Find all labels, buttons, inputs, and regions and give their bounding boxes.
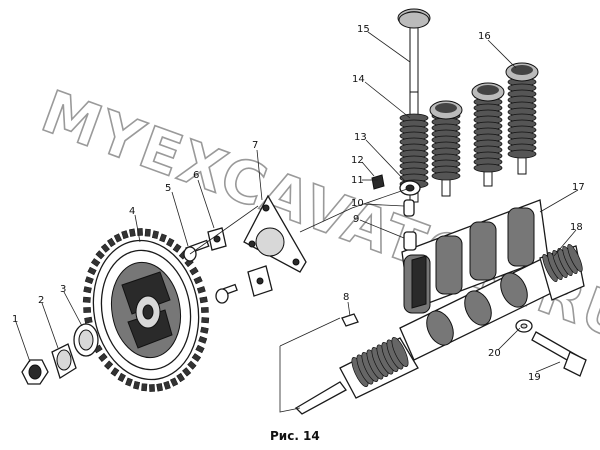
thread-ridge bbox=[391, 336, 409, 368]
gear-tooth bbox=[196, 286, 206, 294]
callout-14: 14 bbox=[352, 74, 365, 85]
callout-12: 12 bbox=[351, 155, 364, 166]
callout-16: 16 bbox=[478, 31, 491, 42]
gear-tooth bbox=[87, 266, 97, 276]
leader-lines bbox=[15, 31, 579, 373]
washer-20 bbox=[515, 319, 533, 333]
camshaft-18 bbox=[294, 243, 585, 415]
gear-tooth bbox=[129, 228, 136, 237]
callout-6: 6 bbox=[193, 170, 199, 181]
flange-plate-7 bbox=[243, 194, 307, 273]
lock-washer-2 bbox=[51, 343, 77, 379]
gear-tooth bbox=[144, 228, 151, 237]
gear-tooth bbox=[117, 372, 126, 383]
clip-12 bbox=[371, 174, 385, 190]
gear-tooth bbox=[100, 243, 110, 253]
shaft-thread bbox=[351, 336, 409, 388]
thread-ridge bbox=[567, 243, 583, 273]
small-block bbox=[247, 265, 273, 297]
spring-coil bbox=[507, 149, 537, 159]
gear-tooth bbox=[172, 243, 182, 253]
pump-housing bbox=[401, 199, 549, 314]
callout-7: 7 bbox=[252, 140, 258, 151]
gear-tooth bbox=[193, 276, 203, 285]
gear-tooth bbox=[121, 230, 129, 240]
gear-tooth bbox=[133, 381, 141, 390]
callout-10: 10 bbox=[351, 198, 364, 209]
spring-coil bbox=[473, 163, 503, 173]
gear-tooth bbox=[83, 307, 91, 313]
roller-10 bbox=[403, 199, 415, 217]
gear-tooth bbox=[104, 360, 114, 370]
callout-17: 17 bbox=[572, 182, 585, 193]
plunger-2 bbox=[429, 100, 463, 197]
plunger-4 bbox=[505, 62, 539, 175]
callout-19: 19 bbox=[528, 372, 541, 383]
gear-tooth bbox=[90, 258, 101, 267]
callout-20: 20 bbox=[488, 348, 501, 359]
valve-stem bbox=[409, 23, 419, 93]
gear-tooth bbox=[198, 335, 208, 344]
gear-tooth bbox=[149, 384, 155, 392]
plunger-head-top bbox=[435, 103, 457, 113]
pusher-9 bbox=[403, 231, 417, 251]
gear-tooth bbox=[151, 230, 159, 239]
gear-tooth bbox=[107, 237, 116, 248]
callout-1: 1 bbox=[12, 314, 18, 325]
gear-tooth bbox=[156, 383, 163, 392]
gear-tooth bbox=[163, 380, 171, 390]
gear-tooth bbox=[95, 250, 105, 260]
gear-tooth bbox=[200, 326, 209, 334]
gear-tooth bbox=[201, 307, 209, 313]
guide-lines bbox=[189, 187, 411, 413]
gear-tooth bbox=[83, 286, 92, 294]
callout-11: 11 bbox=[351, 175, 364, 186]
gear-tooth bbox=[201, 317, 210, 324]
callout-3: 3 bbox=[60, 284, 66, 295]
gear-tooth bbox=[199, 296, 208, 304]
callout-13: 13 bbox=[354, 132, 367, 143]
callout-4: 4 bbox=[129, 206, 135, 217]
gear-tooth bbox=[189, 266, 199, 276]
gear-tooth bbox=[166, 237, 175, 248]
timing-gear bbox=[82, 228, 210, 392]
plunger-head-top bbox=[511, 65, 533, 75]
gear-tooth bbox=[98, 352, 108, 362]
plunger-head-top bbox=[477, 85, 499, 95]
gear-tooth bbox=[191, 353, 202, 362]
callout-5: 5 bbox=[165, 183, 171, 194]
callout-9: 9 bbox=[353, 214, 359, 225]
gear-tooth bbox=[195, 344, 205, 354]
gear-tooth bbox=[176, 372, 185, 383]
gear-tooth bbox=[141, 383, 148, 392]
gear-tooth bbox=[187, 360, 197, 370]
callout-18: 18 bbox=[570, 222, 583, 233]
gear-tooth bbox=[84, 316, 93, 324]
washer-3 bbox=[73, 323, 99, 357]
end-thread bbox=[542, 243, 583, 283]
callout-2: 2 bbox=[38, 295, 44, 306]
spring-coil bbox=[431, 171, 461, 181]
valve-15 bbox=[398, 11, 430, 93]
nut-1 bbox=[21, 359, 49, 385]
valve-head bbox=[398, 11, 430, 29]
gear-tooth bbox=[110, 367, 120, 377]
gear-tooth bbox=[159, 233, 167, 243]
gear-tooth bbox=[113, 233, 122, 243]
gear-tooth bbox=[125, 377, 133, 387]
callout-8: 8 bbox=[343, 292, 349, 303]
gear-tooth bbox=[84, 276, 94, 285]
callouts: 1 2 3 4 5 6 7 8 9 10 11 12 13 14 15 16 1… bbox=[12, 24, 585, 383]
plunger-assemblies bbox=[397, 8, 539, 203]
bolt-19 bbox=[531, 331, 587, 377]
figure-caption: Рис. 14 bbox=[270, 429, 320, 443]
gear-tooth bbox=[82, 296, 91, 303]
callout-15: 15 bbox=[357, 24, 370, 35]
gear-tooth bbox=[170, 377, 179, 387]
plunger-3 bbox=[471, 82, 505, 187]
bolt-lower bbox=[215, 283, 238, 304]
gear-tooth bbox=[182, 367, 192, 377]
plate-6 bbox=[207, 227, 227, 251]
